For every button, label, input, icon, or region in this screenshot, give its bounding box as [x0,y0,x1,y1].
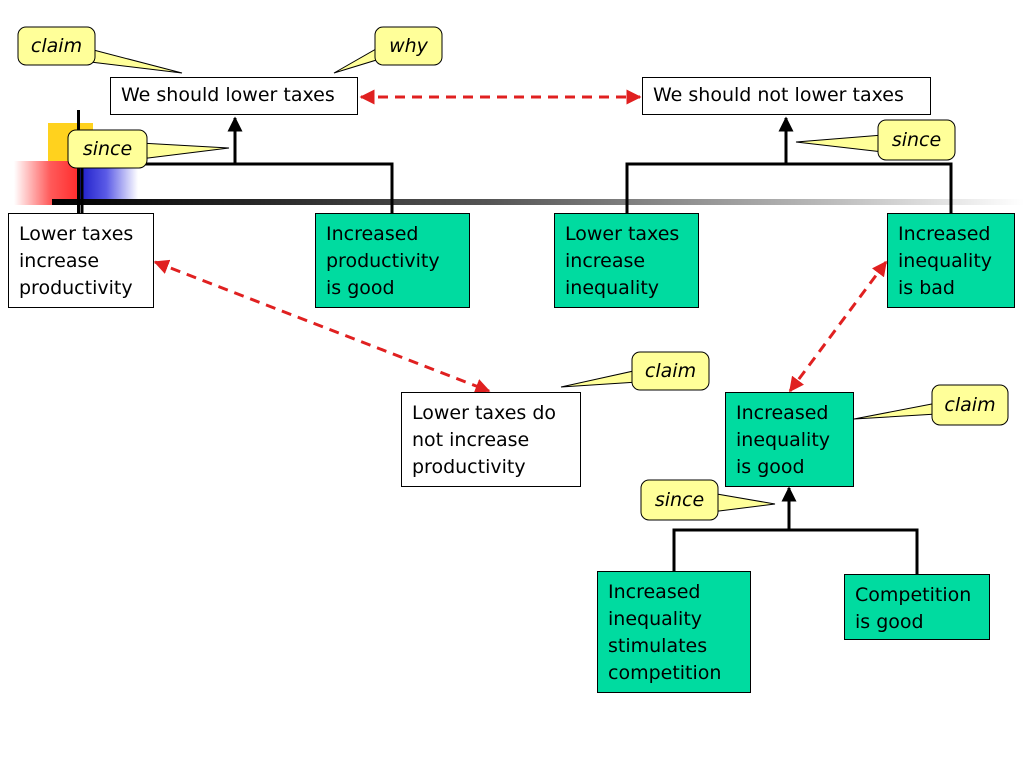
support-connector-bottom [672,486,919,574]
node-we-should-not-lower-taxes: We should not lower taxes [642,77,931,115]
node-increased-inequality-stimulates-competition: Increased inequality stimulates competit… [597,571,751,693]
node-lower-taxes-increase-inequality: Lower taxes increase inequality [554,213,699,308]
callout-claim-top [17,26,183,74]
callout-claim-right-label: claim [944,394,996,416]
node-lower-taxes-increase-productivity: Lower taxes increase productivity [8,213,154,308]
slide-decoration-rule [52,199,1024,205]
node-competition-is-good: Competition is good [844,574,990,640]
callout-why-label: why [389,35,428,57]
node-increased-inequality-is-good: Increased inequality is good [725,392,854,487]
node-increased-inequality-is-bad: Increased inequality is bad [887,213,1015,308]
callout-claim-top-label: claim [30,35,83,57]
slide-decoration-red-gradient [14,161,80,205]
callout-claim-right [853,384,1009,426]
callout-since-right-label: since [891,129,942,151]
conflict-arrow-productivity [153,259,491,394]
callout-since-left [67,129,230,169]
support-connector-right [625,116,953,213]
support-connector-left [80,116,394,213]
conflict-arrow-inequality [788,260,888,393]
callout-since-left-label: since [82,138,133,160]
node-we-should-lower-taxes: We should lower taxes [110,77,358,115]
callout-since-right [795,119,956,161]
callout-claim-mid-label: claim [644,360,697,382]
callout-why [333,26,443,74]
callout-since-bottom-label: since [654,489,705,511]
node-increased-productivity-is-good: Increased productivity is good [315,213,470,308]
callout-claim-mid [560,351,710,391]
node-lower-taxes-do-not-increase-productivity: Lower taxes do not increase productivity [401,392,581,487]
callout-since-bottom [640,479,776,521]
